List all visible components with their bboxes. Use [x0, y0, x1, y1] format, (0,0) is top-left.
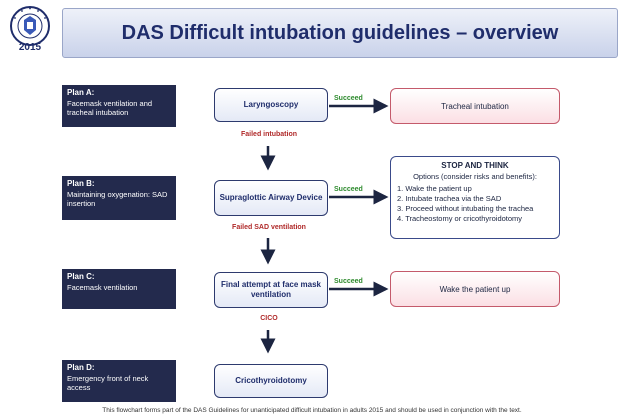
failed-intubation-label: Failed intubation: [241, 131, 297, 138]
succeed-label-b: Succeed: [334, 186, 363, 193]
wake-patient-box: Wake the patient up: [390, 271, 560, 307]
plan-a-text: Facemask ventilation and tracheal intuba…: [67, 99, 153, 117]
footer-note: This flowchart forms part of the DAS Gui…: [102, 407, 522, 414]
stop-option-1: 1. Wake the patient up: [397, 184, 472, 193]
plan-c-text: Facemask ventilation: [67, 283, 138, 292]
logo-year: 2015: [18, 42, 42, 53]
final-facemask-box: Final attempt at face mask ventilation: [214, 272, 328, 308]
stop-and-think-box: STOP AND THINK Options (consider risks a…: [390, 156, 560, 239]
plan-a-title: Plan A:: [67, 88, 95, 97]
succeed-label-c: Succeed: [334, 278, 363, 285]
succeed-label-a: Succeed: [334, 95, 363, 102]
failed-sad-label: Failed SAD ventilation: [232, 224, 306, 231]
stop-and-think-subtitle: Options (consider risks and benefits):: [413, 172, 537, 181]
cricothyroidotomy-box: Cricothyroidotomy: [214, 364, 328, 398]
tracheal-intubation-box: Tracheal intubation: [390, 88, 560, 124]
plan-c-title: Plan C:: [67, 272, 95, 281]
stop-and-think-title: STOP AND THINK: [441, 161, 509, 170]
plan-d-panel: Plan D: Emergency front of neck access: [62, 360, 176, 402]
plan-b-text: Maintaining oxygenation: SAD insertion: [67, 190, 168, 208]
plan-b-title: Plan B:: [67, 179, 95, 188]
plan-b-panel: Plan B: Maintaining oxygenation: SAD ins…: [62, 176, 176, 220]
sad-box: Supraglottic Airway Device: [214, 180, 328, 216]
page-title: DAS Difficult intubation guidelines – ov…: [121, 21, 559, 44]
stop-option-4: 4. Tracheostomy or cricothyroidotomy: [397, 214, 523, 223]
cico-label: CICO: [260, 315, 278, 322]
stop-option-3: 3. Proceed without intubating the trache…: [397, 204, 534, 213]
plan-d-text: Emergency front of neck access: [67, 374, 149, 392]
stop-option-2: 2. Intubate trachea via the SAD: [397, 194, 502, 203]
header-bar: [62, 8, 618, 58]
plan-a-panel: Plan A: Facemask ventilation and trachea…: [62, 85, 176, 127]
plan-c-panel: Plan C: Facemask ventilation: [62, 269, 176, 309]
laryngoscopy-box: Laryngoscopy: [214, 88, 328, 122]
plan-d-title: Plan D:: [67, 363, 95, 372]
das-logo-icon: [10, 6, 50, 46]
